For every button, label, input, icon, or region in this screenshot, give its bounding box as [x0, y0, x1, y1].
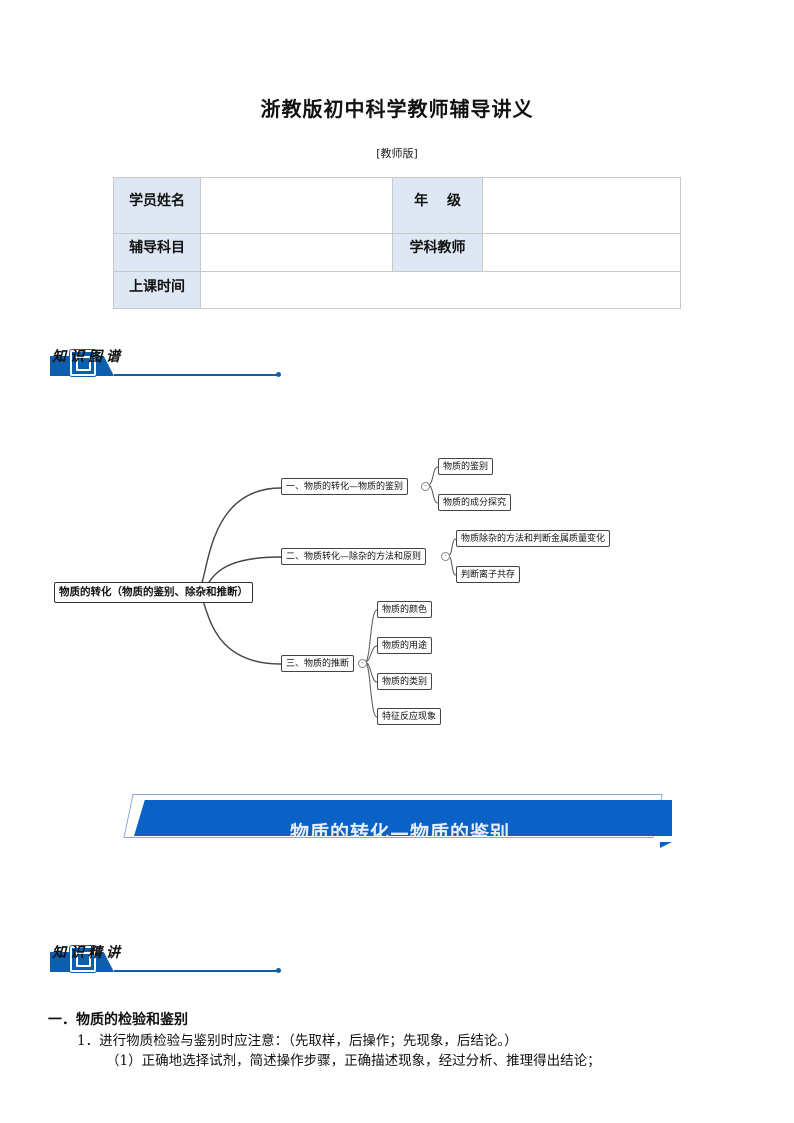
document-subtitle: [教师版] — [376, 147, 418, 160]
mindmap-leaf-3-2: 物质的用途 — [377, 637, 433, 654]
banner-fold — [660, 842, 672, 848]
collapse-icon[interactable]: - — [441, 552, 450, 561]
edit-note-icon — [70, 946, 96, 972]
mindmap-leaf-2-2: 判断离子共存 — [456, 566, 521, 583]
teacher-field[interactable] — [481, 233, 682, 272]
content-point-1-1: （1）正确地选择试剂，简述操作步骤，正确描述现象，经过分析、推理得出结论； — [106, 1053, 601, 1069]
content-heading: 一．物质的检验和鉴别 — [48, 1012, 188, 1028]
connector-root-branch1 — [195, 487, 282, 593]
teacher-label: 学科教师 — [392, 233, 483, 272]
section-header-knowledge-explain: 知识精讲 — [50, 942, 281, 976]
student-info-table: 学员姓名 年 级 辅导科目 学科教师 上课时间 — [112, 177, 682, 309]
document-title: 浙教版初中科学教师辅导讲义 — [260, 97, 534, 121]
collapse-icon[interactable]: - — [358, 659, 367, 668]
mindmap-branch-3: 三、物质的推断 — [281, 655, 355, 672]
section-underline-dot — [276, 372, 281, 377]
student-name-field[interactable] — [200, 177, 394, 234]
subject-label: 辅导科目 — [112, 233, 202, 272]
connector-b1-c1 — [427, 466, 439, 486]
mindmap-leaf-3-1: 物质的颜色 — [377, 601, 433, 618]
section-header-knowledge-map: 知识图谱 — [50, 346, 281, 380]
grade-field[interactable] — [481, 177, 682, 234]
mindmap-leaf-1-1: 物质的鉴别 — [438, 458, 494, 475]
mindmap-leaf-1-2: 物质的成分探究 — [438, 494, 512, 511]
mindmap-root: 物质的转化（物质的鉴别、除杂和推断） — [54, 582, 253, 603]
mindmap-leaf-3-4: 特征反应现象 — [377, 708, 442, 725]
student-name-label: 学员姓名 — [112, 177, 202, 234]
topic-banner: 物质的转化—物质的鉴别 — [123, 794, 672, 848]
edit-note-icon — [70, 350, 96, 376]
mindmap-branch-2: 二、物质转化—除杂的方法和原则 — [281, 548, 427, 565]
section-underline-dot — [276, 968, 281, 973]
section-underline — [114, 374, 280, 376]
class-time-field[interactable] — [200, 271, 681, 309]
section-underline — [114, 970, 280, 972]
connector-b3-c4 — [364, 661, 378, 718]
mindmap-branch-1: 一、物质的转化—物质的鉴别 — [281, 478, 409, 495]
banner-fill — [134, 800, 672, 836]
mindmap-leaf-2-1: 物质除杂的方法和判断金属质量变化 — [456, 530, 611, 547]
collapse-icon[interactable]: - — [421, 482, 430, 491]
section-label: 知识图谱 — [52, 349, 124, 365]
class-time-label: 上课时间 — [112, 271, 202, 309]
content-point-1: 1．进行物质检验与鉴别时应注意：（先取样，后操作；先现象，后结论。） — [77, 1033, 518, 1049]
section-label: 知识精讲 — [52, 945, 124, 961]
banner-title: 物质的转化—物质的鉴别 — [289, 822, 510, 836]
mindmap-leaf-3-3: 物质的类别 — [377, 673, 433, 690]
